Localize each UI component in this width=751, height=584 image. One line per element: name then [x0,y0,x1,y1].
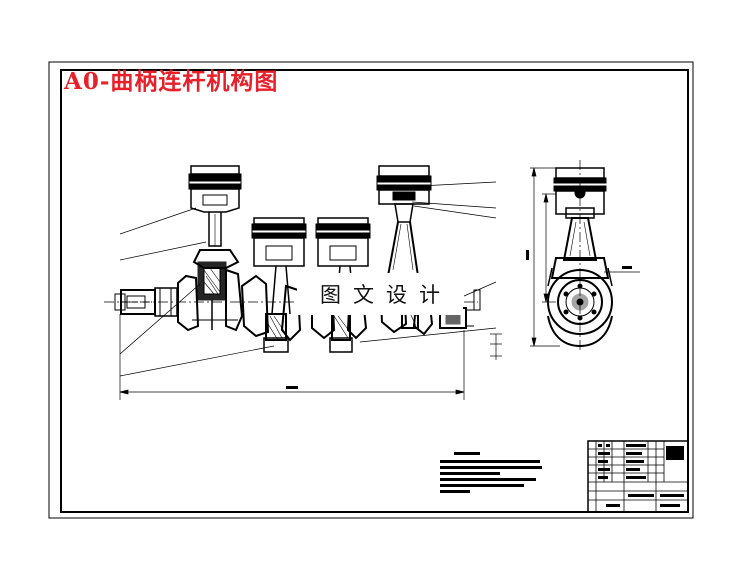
title-block [587,440,689,513]
piston-2 [251,217,307,315]
technical-notes [440,452,542,493]
inner-border [60,69,689,513]
side-view-dimensions [526,167,640,347]
watermark-text: 图文设计 [320,283,452,307]
crank-throw-1 [177,261,244,332]
drawing-title: A0-曲柄连杆机构图 [64,68,279,95]
piston-1 [188,165,242,269]
overall-length-dimension [119,314,465,400]
crank-throw-2 [240,274,302,353]
piston-4 [376,165,432,277]
watermark-box: 图文设计 [297,273,463,315]
side-view-assembly [526,160,640,350]
outer-border [48,61,694,519]
front-view-assembly [104,165,502,400]
leader-lines [119,181,502,377]
